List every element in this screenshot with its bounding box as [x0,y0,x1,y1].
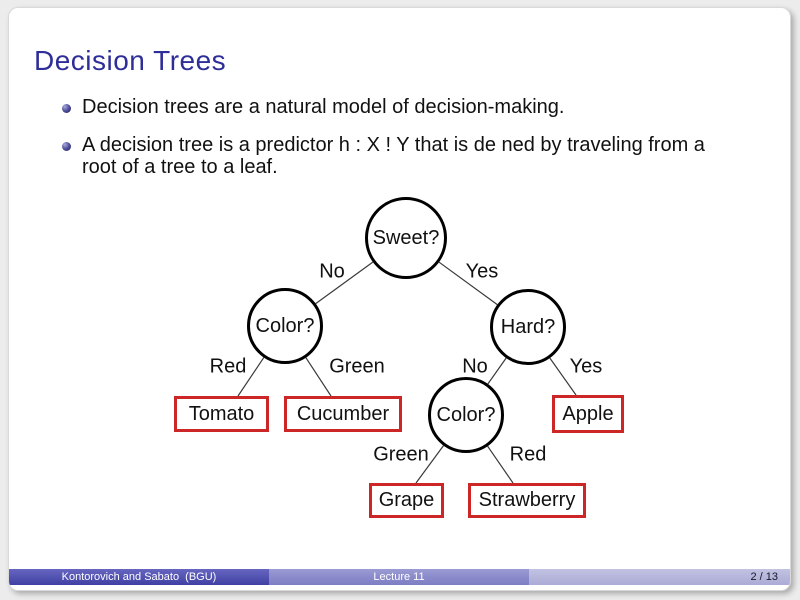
tree-edge [487,357,507,385]
leaf-label: Grape [378,489,435,511]
bullet-icon [62,142,71,151]
bullet-text: Decision trees are a natural model of de… [82,96,564,118]
leaf-tomato: Tomato [174,396,269,432]
tree-edge [237,357,265,397]
tree-edges [237,261,577,484]
tree-node-hard: Hard? [490,289,566,365]
edge-label-yes-1: Yes [465,260,499,283]
leaf-label: Tomato [188,402,255,425]
tree-edge [415,445,444,484]
tree-edge [549,357,577,396]
tree-edge [305,357,332,397]
footer-bar: Kontorovich and Sabato (BGU) Lecture 11 … [9,569,790,585]
leaf-grape: Grape [369,483,444,518]
leaf-label: Cucumber [296,402,390,425]
tree-node-color-left: Color? [247,288,323,364]
edge-label-no-1: No [319,260,345,283]
edge-label-yes-2: Yes [569,355,603,378]
leaf-label: Strawberry [478,489,576,511]
leaf-strawberry: Strawberry [468,483,586,518]
footer-lecture-title: Lecture 11 [269,569,529,585]
page-title: Decision Trees [34,45,227,76]
edge-label-no-2: No [462,355,488,378]
footer-authors: Kontorovich and Sabato (BGU) [9,569,269,585]
bullet-line: root of a tree to a leaf. [82,156,278,178]
footer-page-number: 2 / 13 [529,569,790,585]
tree-node-color-right: Color? [428,377,504,453]
tree-edge [315,261,374,305]
tree-node-sweet: Sweet? [365,197,447,279]
node-label: Hard? [500,315,556,338]
tree-edge [438,261,498,306]
bullet-line: Decision trees are a natural model of de… [82,96,565,118]
bullet-item: Decision trees are a natural model of de… [62,96,564,118]
bullet-text: A decision tree is a predictor h : X ! Y… [82,134,705,178]
bullet-item: A decision tree is a predictor h : X ! Y… [62,134,705,178]
node-label: Sweet? [372,226,440,249]
slide: Decision Trees Decision trees are a natu… [8,7,791,591]
edge-label-green-2: Green [373,443,429,466]
edge-label-red-1: Red [209,355,247,378]
node-label: Color? [255,314,315,337]
leaf-cucumber: Cucumber [284,396,402,432]
node-label: Color? [436,403,496,426]
bullet-icon [62,104,71,113]
edge-label-red-2: Red [509,443,547,466]
tree-edge [487,445,514,484]
leaf-label: Apple [562,402,614,425]
bullet-line: A decision tree is a predictor h : X ! Y… [82,134,705,156]
leaf-apple: Apple [552,395,624,433]
edge-label-green-1: Green [329,355,385,378]
